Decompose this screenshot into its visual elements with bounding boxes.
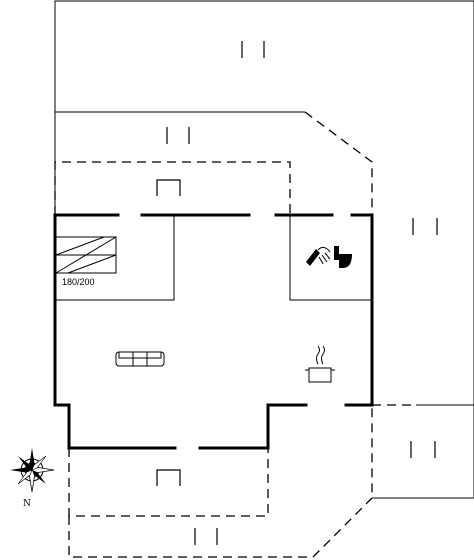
shower-icon	[306, 246, 331, 266]
stove-icon	[305, 345, 335, 383]
terrace-outline	[54, 0, 474, 499]
wood-deck-icon	[166, 41, 438, 545]
toilet-icon	[334, 246, 352, 268]
compass-rose-icon	[10, 448, 55, 493]
interior-walls	[55, 215, 372, 301]
bed-icon	[55, 236, 117, 274]
roof-outline	[54, 111, 416, 558]
window-marker-icon	[156, 179, 181, 486]
bed-size-label: 180/200	[62, 277, 95, 287]
sofa-icon	[115, 351, 165, 367]
exterior-walls	[53, 213, 374, 450]
compass-north-label: N	[23, 499, 31, 509]
